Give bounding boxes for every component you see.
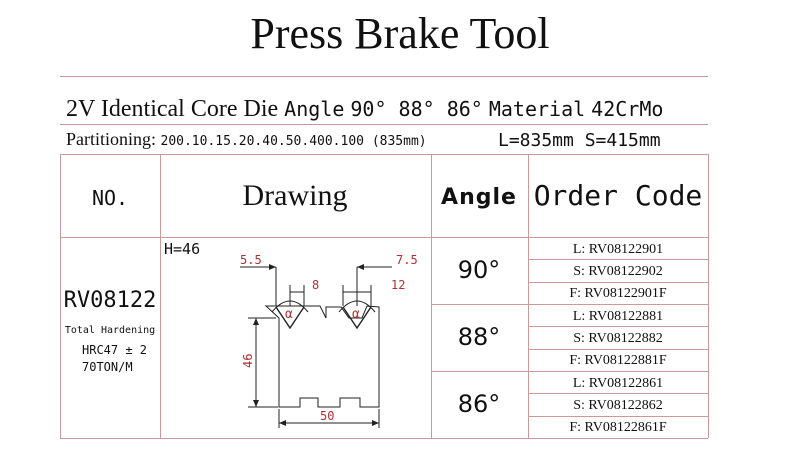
tonnage-value: 70TON/M — [82, 360, 133, 374]
material-label: Material — [488, 97, 586, 121]
angle-90: 90° — [457, 256, 501, 284]
angle-column-divider — [528, 154, 529, 438]
angle-row-divider-1 — [431, 304, 708, 305]
order-code-90-f: F: RV08122901F — [569, 286, 667, 301]
hardening-label: Total Hardening — [64, 325, 156, 336]
code-divider-5 — [528, 393, 708, 394]
die-outline — [264, 305, 380, 408]
header-angle: Angle — [441, 185, 517, 210]
order-code-86-s: S: RV08122862 — [573, 398, 663, 413]
code-divider-1 — [528, 259, 708, 260]
die-name: 2V Identical Core Die — [66, 96, 279, 122]
height-label: H=46 — [164, 240, 201, 258]
drawing-column-divider — [431, 154, 432, 438]
order-code-90-s: S: RV08122902 — [573, 264, 663, 279]
page-title: Press Brake Tool — [250, 9, 550, 58]
table-left-border — [60, 154, 61, 438]
order-code-90-l: L: RV08122901 — [572, 242, 664, 257]
title-divider — [60, 76, 708, 77]
table-bottom-border — [60, 438, 708, 439]
hardness-value: HRC47 ± 2 — [82, 343, 148, 357]
no-column-divider — [160, 154, 161, 438]
product-subtitle: 2V Identical Core Die Angle 90° 88° 86° … — [66, 96, 663, 122]
order-code-86-l: L: RV08122861 — [572, 376, 664, 391]
material-value: 42CrMo — [591, 97, 664, 121]
dim-right-top: 7.5 — [396, 253, 418, 267]
code-divider-3 — [528, 326, 708, 327]
order-code-88-l: L: RV08122881 — [572, 309, 664, 324]
die-drawing: 5.5 8 7.5 12 46 50 α α — [240, 253, 418, 428]
code-divider-2 — [528, 282, 708, 283]
angle-86: 86° — [457, 390, 501, 418]
order-code-88-f: F: RV08122881F — [569, 353, 667, 368]
angle-row-divider-2 — [431, 371, 708, 372]
header-order-code: Order Code — [533, 179, 703, 212]
subtitle-divider — [60, 124, 708, 125]
length-dimensions: L=835mm S=415mm — [498, 130, 661, 151]
model-number: RV08122 — [63, 288, 157, 313]
dim-left-v: 8 — [312, 278, 319, 292]
dim-left-top: 5.5 — [240, 253, 262, 267]
dim-height: 46 — [241, 354, 255, 368]
dim-right-v: 12 — [391, 278, 405, 292]
alpha-left: α — [285, 307, 293, 322]
order-code-86-f: F: RV08122861F — [569, 420, 667, 435]
header-no: NO. — [91, 186, 129, 210]
alpha-right: α — [352, 307, 360, 322]
code-divider-6 — [528, 416, 708, 417]
partition-divider — [60, 154, 708, 155]
header-drawing: Drawing — [242, 179, 348, 212]
table-right-border — [708, 154, 709, 438]
order-code-88-s: S: RV08122882 — [573, 331, 663, 346]
partitioning-label: Partitioning: — [66, 129, 156, 149]
left-v-groove — [275, 306, 305, 330]
table-header-divider — [60, 237, 708, 238]
angle-label: Angle — [284, 97, 345, 121]
partitioning-line: Partitioning: 200.10.15.20.40.50.400.100… — [66, 128, 427, 153]
angle-88: 88° — [457, 323, 501, 351]
code-divider-4 — [528, 349, 708, 350]
partitioning-value: 200.10.15.20.40.50.400.100 (835mm) — [160, 134, 427, 149]
angle-list: 90° 88° 86° — [350, 97, 483, 121]
right-v-groove — [342, 306, 372, 330]
dim-width: 50 — [320, 409, 334, 423]
